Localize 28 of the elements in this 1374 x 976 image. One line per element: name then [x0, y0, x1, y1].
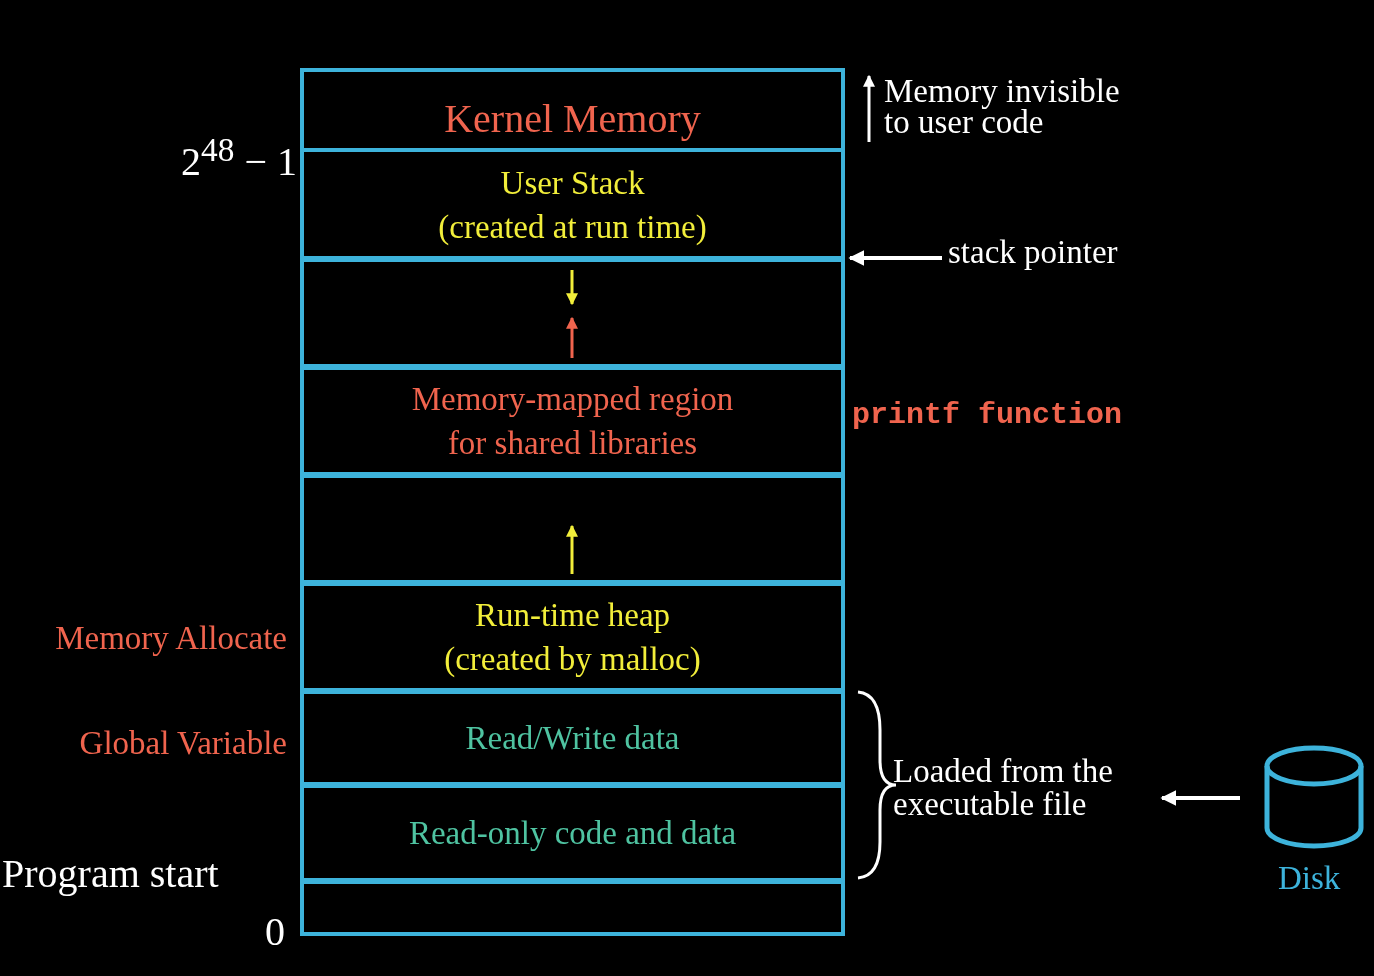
segment-label: (created by malloc)	[444, 640, 701, 679]
segment-label: User Stack	[500, 164, 645, 203]
address-label: 0	[265, 910, 285, 954]
side-note: Program start	[2, 852, 219, 896]
empty-segment	[300, 472, 845, 586]
pointer-label: stack pointer	[948, 236, 1118, 269]
segment-label: Memory-mapped region for shared libraries	[410, 380, 735, 463]
side-note: Memory Allocate	[55, 620, 287, 657]
segment-label: Read/Write data	[465, 719, 680, 758]
loaded-note: Loaded from the executable file	[893, 755, 1163, 821]
side-note: Memory invisible to user code	[884, 76, 1121, 138]
side-note: Global Variable	[79, 725, 287, 762]
arrow	[848, 250, 942, 266]
empty-segment	[300, 256, 845, 370]
address-label: 2$^{48}$ − 1	[181, 130, 297, 185]
segment-label: Read-only code and data	[408, 814, 737, 853]
arrow	[1160, 790, 1240, 806]
memory-segment	[300, 688, 845, 788]
disk-caption: Disk	[1278, 860, 1341, 897]
segment-label: Kernel Memory	[444, 97, 701, 141]
disk-cylinder	[1264, 745, 1364, 849]
memory-segment	[300, 364, 845, 478]
memory-segment	[300, 580, 845, 694]
side-note: printf function	[852, 398, 1123, 432]
empty-segment	[300, 878, 845, 936]
segment-label: Run-time heap	[474, 596, 671, 635]
segment-label: (created at run time)	[438, 208, 707, 247]
memory-segment	[300, 782, 845, 884]
